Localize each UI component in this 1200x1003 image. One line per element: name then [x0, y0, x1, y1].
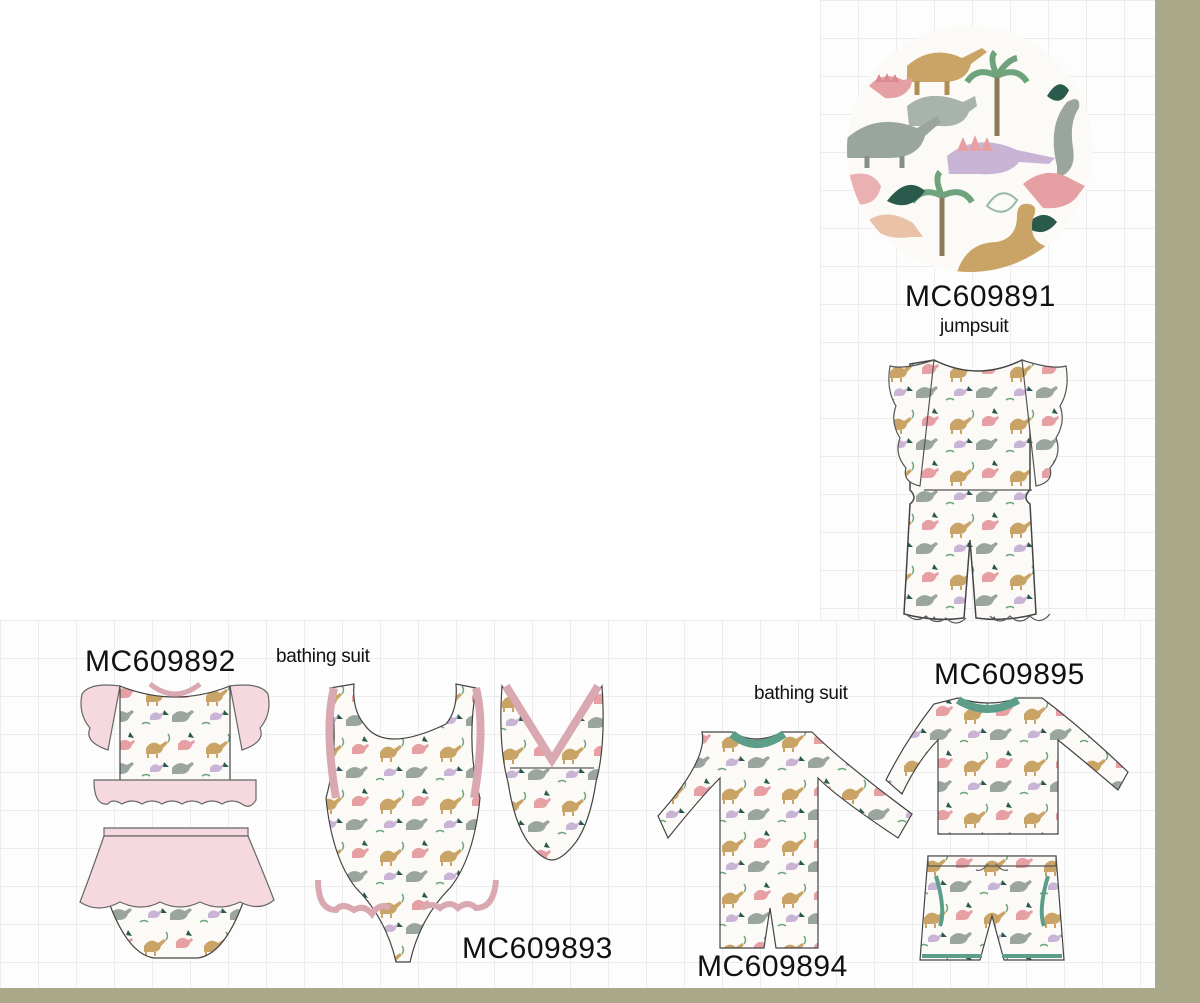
rashguard-code-label: MC609894	[697, 950, 848, 983]
swimsuit-code-label: MC609893	[462, 932, 613, 965]
set-code-label: MC609892	[85, 645, 236, 678]
jumpsuit-type-label: jumpsuit	[940, 316, 1009, 337]
one-piece-front-illustration	[314, 680, 499, 964]
bottom-frame-border	[0, 988, 1200, 1003]
one-piece-back-illustration	[496, 682, 608, 861]
swim-shorts-illustration	[918, 846, 1066, 966]
long-sleeve-rashguard-illustration	[656, 722, 913, 950]
swimset-code-label: MC609895	[934, 658, 1085, 691]
ruffle-top-illustration	[80, 676, 270, 808]
ruffle-bottom-illustration	[78, 822, 275, 962]
bathing-suit-label-right: bathing suit	[754, 683, 848, 704]
bathing-suit-label-left: bathing suit	[276, 646, 370, 667]
right-frame-border	[1155, 0, 1200, 1003]
print-code-label: MC609891	[905, 280, 1056, 313]
jumpsuit-illustration	[884, 352, 1072, 634]
dinosaur-print-swatch	[847, 26, 1093, 272]
rashguard-top-illustration	[885, 694, 1130, 840]
